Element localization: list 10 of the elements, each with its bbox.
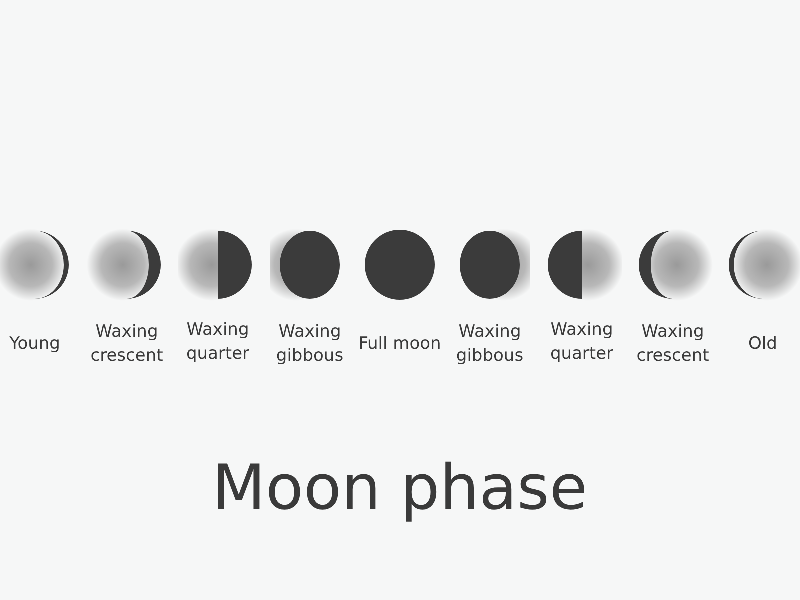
phase-label: Waxing gibbous xyxy=(455,321,525,368)
phase-label: Waxing quarter xyxy=(185,319,251,366)
phase-label: Young xyxy=(8,333,62,356)
phase-label: Waxing gibbous xyxy=(275,321,345,368)
phase-label: Old xyxy=(748,333,778,356)
phase-label: Full moon xyxy=(358,333,442,356)
title: Moon phase xyxy=(212,451,588,524)
phase-label: Waxing quarter xyxy=(549,319,615,366)
phase-label: Waxing crescent xyxy=(636,321,710,368)
phase-label: Waxing crescent xyxy=(90,321,164,368)
